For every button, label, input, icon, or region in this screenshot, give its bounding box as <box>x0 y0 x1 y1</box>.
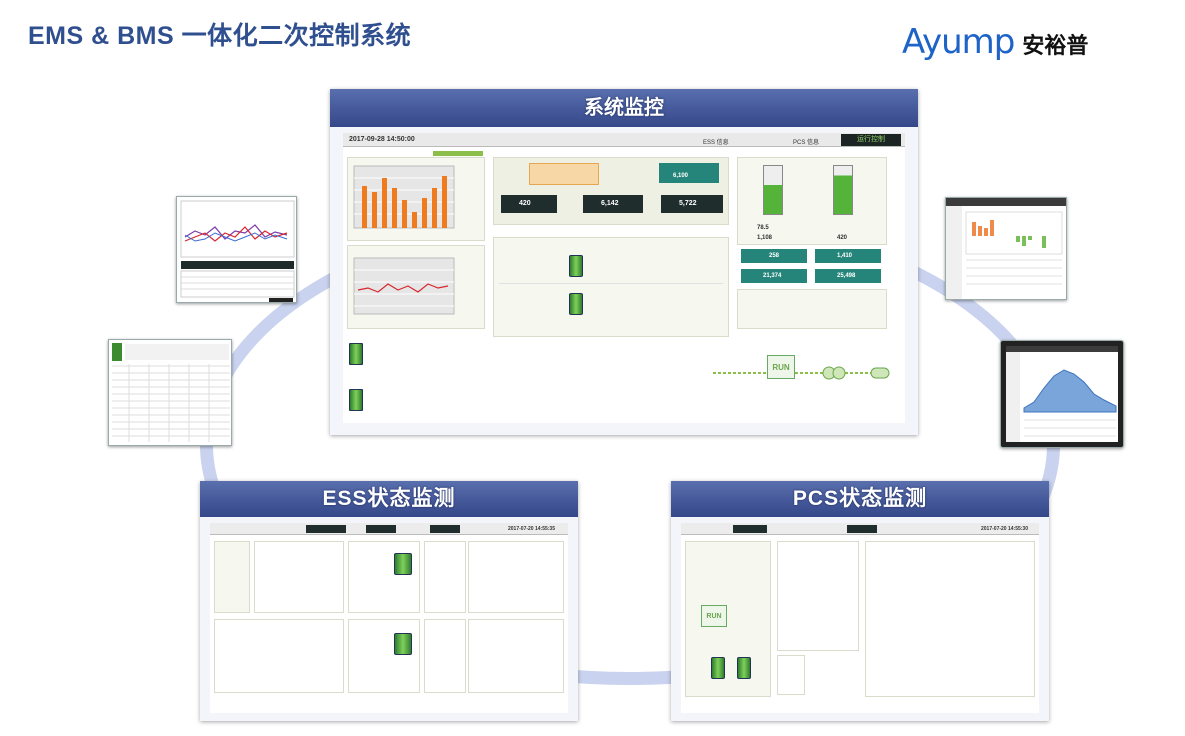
tank-right <box>833 165 853 215</box>
ess-monitor-screen: 2017-07-20 14:55:35 <box>210 523 568 713</box>
circuit-diagram <box>713 366 890 380</box>
logo-cn: 安裕普 <box>1022 33 1089 58</box>
tank-left <box>763 165 783 215</box>
value-1410: 1,410 <box>837 253 853 259</box>
thumbnail-bar-analysis <box>945 197 1067 300</box>
run-indicator: RUN <box>767 355 795 379</box>
bar-chart <box>353 165 455 229</box>
bar-chart-box <box>347 157 485 241</box>
value-c: 5,722 <box>679 200 697 207</box>
value-25498: 25,498 <box>837 273 856 279</box>
line-chart <box>353 257 455 315</box>
line-chart-box <box>347 245 485 329</box>
run-control-button[interactable]: 运行控制 <box>841 134 901 146</box>
power-readout <box>659 163 719 183</box>
value-b: 6,142 <box>601 200 619 207</box>
orange-status-box <box>529 163 599 185</box>
thumbnail-data-table <box>108 339 232 446</box>
system-datetime: 2017-09-28 14:50:00 <box>349 136 415 143</box>
value-power: 6,100 <box>673 173 689 179</box>
page-title: EMS & BMS 一体化二次控制系统 <box>28 22 412 50</box>
ess-monitor-panel: ESS状态监测 2017-07-20 14:55:35 <box>200 481 578 721</box>
value-kw: 420 <box>837 235 848 241</box>
pcs-monitor-panel: PCS状态监测 2017-07-20 14:55:30 RUN <box>671 481 1049 721</box>
system-monitor-title: 系统监控 <box>330 89 918 127</box>
pcs-monitor-title: PCS状态监测 <box>671 481 1049 517</box>
value-258: 258 <box>769 253 780 259</box>
thumbnail-history-chart <box>176 196 297 303</box>
ess-datetime: 2017-07-20 14:55:35 <box>508 526 555 532</box>
value-soh: 1,108 <box>757 235 773 241</box>
bar-analysis-preview <box>946 198 1066 299</box>
battery-rack-row-2 <box>349 389 703 413</box>
pcs-run-indicator: RUN <box>701 605 727 627</box>
tab-ess-info[interactable]: ESS 信息 <box>703 140 729 146</box>
value-21374: 21,374 <box>763 273 782 279</box>
history-chart-preview <box>180 200 295 302</box>
logo-en: Ayump <box>902 22 1015 62</box>
system-monitor-panel: 系统监控 2017-09-28 14:50:00 ESS 信息 PCS 信息 运… <box>330 89 918 435</box>
value-soc: 78.5 <box>757 225 769 231</box>
company-logo: Ayump 安裕普 <box>902 22 1088 62</box>
system-monitor-screen: 2017-09-28 14:50:00 ESS 信息 PCS 信息 运行控制 <box>343 133 905 423</box>
pcs-datetime: 2017-07-20 14:55:30 <box>981 526 1028 532</box>
thumbnail-area-chart <box>1000 340 1124 448</box>
battery-rack-row-1 <box>349 343 703 367</box>
pcs-monitor-screen: 2017-07-20 14:55:30 RUN <box>681 523 1039 713</box>
ess-monitor-title: ESS状态监测 <box>200 481 578 517</box>
tab-pcs-info[interactable]: PCS 信息 <box>793 140 820 146</box>
area-chart-preview <box>1006 346 1118 442</box>
value-a: 420 <box>519 200 531 207</box>
data-table-preview <box>112 343 230 442</box>
